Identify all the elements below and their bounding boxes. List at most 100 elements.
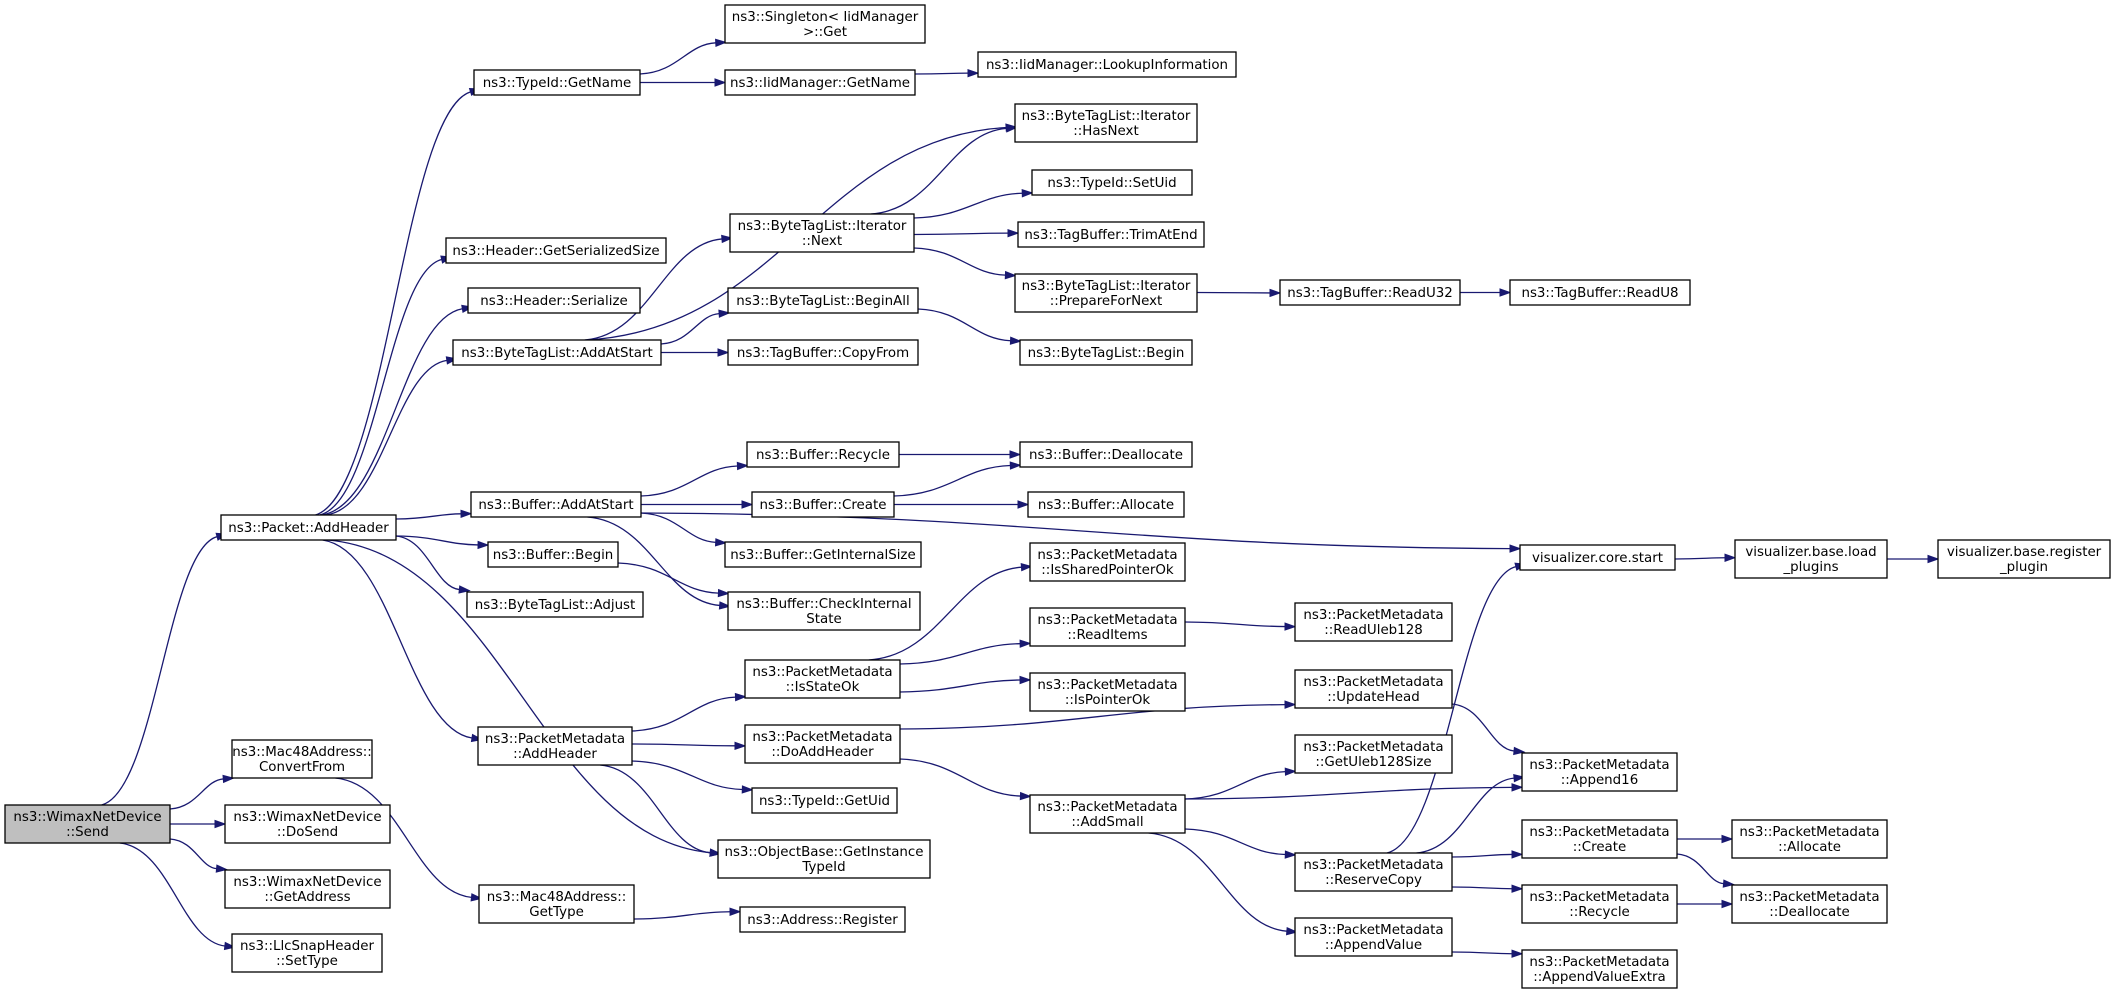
node-btl-it-hasnext[interactable]: ns3::ByteTagList::Iterator::HasNext — [1014, 103, 1198, 143]
node-buf-allocate[interactable]: ns3::Buffer::Allocate — [1027, 491, 1185, 518]
node-buf-begin[interactable]: ns3::Buffer::Begin — [487, 541, 619, 568]
node-label: ns3::PacketMetadata — [1739, 890, 1879, 905]
node-pm-addsmall[interactable]: ns3::PacketMetadata::AddSmall — [1029, 794, 1186, 834]
node-dosend[interactable]: ns3::WimaxNetDevice::DoSend — [224, 804, 391, 844]
edge-pm_reservecopy-to-pm_recycle — [1451, 884, 1524, 893]
node-pm-appendvalue[interactable]: ns3::PacketMetadata::AppendValue — [1294, 917, 1453, 957]
edge-arrowhead — [1017, 500, 1030, 509]
node-mac-gettype[interactable]: ns3::Mac48Address::GetType — [478, 884, 635, 924]
node-pm-isstateok[interactable]: ns3::PacketMetadata::IsStateOk — [744, 659, 901, 699]
edge-buf_create-to-buf_allocate — [893, 500, 1030, 509]
node-label: ns3::Address::Register — [747, 913, 898, 928]
edge-arrowhead — [1721, 834, 1734, 844]
node-pm-create[interactable]: ns3::PacketMetadata::Create — [1521, 819, 1678, 859]
node-vis-core-start[interactable]: visualizer.core.start — [1519, 544, 1676, 571]
node-pm-append16[interactable]: ns3::PacketMetadata::Append16 — [1521, 752, 1678, 792]
node-box — [1029, 672, 1186, 712]
edge-line — [395, 535, 479, 546]
node-box — [727, 339, 919, 366]
node-label: ns3::Header::Serialize — [480, 294, 627, 309]
edge-line — [899, 758, 1021, 797]
node-iid-getname[interactable]: ns3::IidManager::GetName — [724, 69, 916, 96]
node-label: State — [806, 612, 841, 627]
node-pm-appendvalueextra[interactable]: ns3::PacketMetadata::AppendValueExtra — [1521, 949, 1678, 989]
node-convertfrom[interactable]: ns3::Mac48Address::ConvertFrom — [231, 739, 373, 779]
node-addr-register[interactable]: ns3::Address::Register — [739, 906, 906, 933]
node-box — [1019, 339, 1193, 366]
node-iid-lookup[interactable]: ns3::IidManager::LookupInformation — [977, 51, 1237, 78]
node-label: visualizer.core.start — [1532, 551, 1663, 566]
node-box — [751, 787, 898, 814]
node-tb-trimatend[interactable]: ns3::TagBuffer::TrimAtEnd — [1017, 221, 1205, 248]
node-buf-create[interactable]: ns3::Buffer::Create — [751, 491, 895, 518]
node-header-getsize[interactable]: ns3::Header::GetSerializedSize — [445, 237, 667, 264]
node-pm-issharedpointerok[interactable]: ns3::PacketMetadata::IsSharedPointerOk — [1029, 542, 1186, 582]
node-typeid-getname[interactable]: ns3::TypeId::GetName — [473, 69, 641, 96]
node-btl-beginall[interactable]: ns3::ByteTagList::BeginAll — [727, 287, 919, 314]
node-pm-addheader[interactable]: ns3::PacketMetadata::AddHeader — [477, 726, 633, 766]
edge-buf_recycle-to-buf_deallocate — [898, 450, 1022, 459]
node-tb-readu8[interactable]: ns3::TagBuffer::ReadU8 — [1509, 279, 1691, 306]
node-vis-register-plugin[interactable]: visualizer.base.register_plugin — [1937, 539, 2111, 579]
edge-line — [639, 42, 716, 75]
edge-pm_isstateok-to-pm_readitems — [899, 639, 1032, 665]
node-typeid-setuid[interactable]: ns3::TypeId::SetUid — [1031, 169, 1193, 196]
edge-line — [1184, 786, 1513, 800]
node-pm-reservecopy[interactable]: ns3::PacketMetadata::ReserveCopy — [1294, 852, 1453, 892]
node-box — [220, 514, 397, 541]
edge-arrowhead — [1284, 850, 1297, 859]
node-buf-recycle[interactable]: ns3::Buffer::Recycle — [746, 441, 900, 468]
node-settype[interactable]: ns3::LlcSnapHeader::SetType — [231, 933, 383, 973]
node-label: visualizer.base.register — [1947, 545, 2102, 560]
edge-line — [395, 513, 462, 520]
node-btl-it-prepare[interactable]: ns3::ByteTagList::Iterator::PrepareForNe… — [1014, 273, 1198, 313]
node-pm-ispointerok[interactable]: ns3::PacketMetadata::IsPointerOk — [1029, 672, 1186, 712]
node-label: ns3::ByteTagList::Iterator — [1022, 279, 1191, 294]
edge-arrowhead — [721, 234, 734, 244]
node-addheader[interactable]: ns3::Packet::AddHeader — [220, 514, 397, 541]
node-label: ns3::Singleton< IidManager — [732, 10, 919, 25]
node-btl-begin[interactable]: ns3::ByteTagList::Begin — [1019, 339, 1193, 366]
node-box — [1019, 441, 1193, 468]
node-label: ns3::Buffer::Deallocate — [1029, 448, 1183, 463]
edge-arrowhead — [714, 78, 727, 87]
node-pm-recycle[interactable]: ns3::PacketMetadata::Recycle — [1521, 884, 1678, 924]
node-send[interactable]: ns3::WimaxNetDevice::Send — [4, 804, 171, 844]
node-box — [1521, 949, 1678, 989]
node-buf-addatstart[interactable]: ns3::Buffer::AddAtStart — [470, 491, 642, 518]
node-singleton-get[interactable]: ns3::Singleton< IidManager>::Get — [724, 4, 926, 44]
node-pm-updatehead[interactable]: ns3::PacketMetadata::UpdateHead — [1294, 669, 1453, 709]
node-vis-load-plugins[interactable]: visualizer.base.load_plugins — [1734, 539, 1888, 579]
node-buf-deallocate[interactable]: ns3::Buffer::Deallocate — [1019, 441, 1193, 468]
node-pm-doaddheader[interactable]: ns3::PacketMetadata::DoAddHeader — [744, 724, 901, 764]
node-btl-it-next[interactable]: ns3::ByteTagList::Iterator::Next — [729, 213, 915, 253]
edge-arrowhead — [1019, 639, 1032, 648]
node-buf-getinternalsize[interactable]: ns3::Buffer::GetInternalSize — [724, 541, 922, 568]
node-pm-readuleb128[interactable]: ns3::PacketMetadata::ReadUleb128 — [1294, 602, 1453, 642]
node-getaddress[interactable]: ns3::WimaxNetDevice::GetAddress — [224, 869, 391, 909]
edge-iid_getname-to-iid_lookup — [914, 68, 980, 78]
node-header-serialize[interactable]: ns3::Header::Serialize — [467, 287, 641, 314]
node-pm-readitems[interactable]: ns3::PacketMetadata::ReadItems — [1029, 607, 1186, 647]
node-btl-adjust[interactable]: ns3::ByteTagList::Adjust — [466, 591, 644, 618]
edge-pm_addsmall-to-pm_reservecopy — [1184, 828, 1297, 859]
node-tb-readu32[interactable]: ns3::TagBuffer::ReadU32 — [1279, 279, 1461, 306]
node-tb-copyfrom[interactable]: ns3::TagBuffer::CopyFrom — [727, 339, 919, 366]
node-label: ns3::Buffer::Recycle — [756, 448, 890, 463]
edge-arrowhead — [729, 907, 742, 916]
node-btl-addatstart[interactable]: ns3::ByteTagList::AddAtStart — [452, 339, 662, 366]
node-box — [729, 213, 915, 253]
node-pm-allocate[interactable]: ns3::PacketMetadata::Allocate — [1731, 819, 1888, 859]
node-pm-getuleb128size[interactable]: ns3::PacketMetadata::GetUleb128Size — [1294, 734, 1453, 774]
node-label: ns3::PacketMetadata — [1037, 678, 1177, 693]
edge-btl_it_next-to-btl_it_hasnext — [871, 124, 1019, 215]
node-label: ns3::PacketMetadata — [1529, 955, 1669, 970]
edge-line — [600, 764, 711, 854]
node-box — [1029, 607, 1186, 647]
node-box — [1521, 752, 1678, 792]
node-pm-deallocate[interactable]: ns3::PacketMetadata::Deallocate — [1731, 884, 1888, 924]
node-typeid-getuid[interactable]: ns3::TypeId::GetUid — [751, 787, 898, 814]
node-label: ns3::PacketMetadata — [752, 730, 892, 745]
